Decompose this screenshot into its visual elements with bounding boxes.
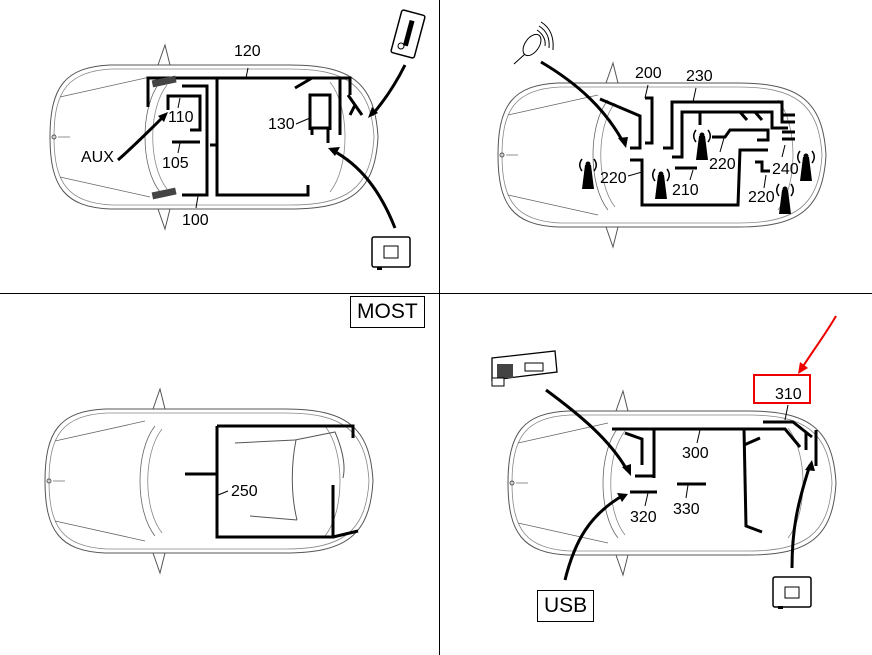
- label-120: 120: [234, 43, 261, 60]
- car-outline-top-right: [497, 62, 827, 248]
- antenna-icons: [579, 129, 815, 214]
- label-220-center: 220: [709, 156, 736, 173]
- most-tag: MOST: [350, 296, 425, 328]
- usb-arrow: [563, 494, 623, 581]
- label-310: 310: [775, 386, 802, 403]
- speaker-icons: [151, 75, 177, 200]
- head-unit-arrow: [545, 388, 629, 471]
- wiring-300-group: [612, 420, 818, 534]
- wiring-250-group: [185, 424, 359, 539]
- label-130: 130: [268, 116, 295, 133]
- label-230: 230: [686, 68, 713, 85]
- car-outline-bottom-left: [44, 388, 374, 574]
- label-250: 250: [231, 483, 258, 500]
- wiring-100-group: [146, 76, 364, 197]
- label-110: 110: [168, 109, 194, 126]
- label-105: 105: [162, 155, 189, 172]
- label-220-left: 220: [600, 170, 627, 187]
- key-fob-icon: [513, 21, 554, 65]
- label-210: 210: [672, 182, 699, 199]
- label-240: 240: [772, 161, 799, 178]
- head-unit-icon: [491, 350, 558, 387]
- aux-arrow: [117, 113, 167, 162]
- nav-display-arrow-top: [331, 148, 397, 229]
- vertical-divider: [439, 0, 440, 655]
- navigation-display-icon-top: [371, 236, 411, 270]
- leader-250: [217, 490, 229, 496]
- portable-media-player-icon: [390, 9, 426, 59]
- label-100: 100: [182, 212, 209, 229]
- leader-lines-top-right: [627, 84, 786, 189]
- keyfob-arrow: [540, 60, 624, 141]
- label-200: 200: [635, 65, 662, 82]
- leader-lines-bottom-right: [644, 404, 789, 507]
- label-aux: AUX: [81, 149, 114, 166]
- navigation-display-icon-bottom: [772, 576, 812, 609]
- leader-lines-top-left: [177, 67, 311, 209]
- car-outline-bottom-right: [507, 390, 837, 576]
- highlight-box-310: [753, 374, 811, 404]
- label-330: 330: [673, 501, 700, 518]
- label-300: 300: [682, 445, 709, 462]
- horizontal-divider: [0, 293, 872, 294]
- usb-tag: USB: [537, 590, 595, 622]
- nav-display-arrow-bottom: [790, 464, 812, 569]
- media-player-arrow: [370, 64, 407, 116]
- label-320: 320: [630, 509, 657, 526]
- highlight-arrow: [801, 315, 837, 369]
- wiring-200-group: [599, 96, 795, 207]
- label-220-right: 220: [748, 189, 775, 206]
